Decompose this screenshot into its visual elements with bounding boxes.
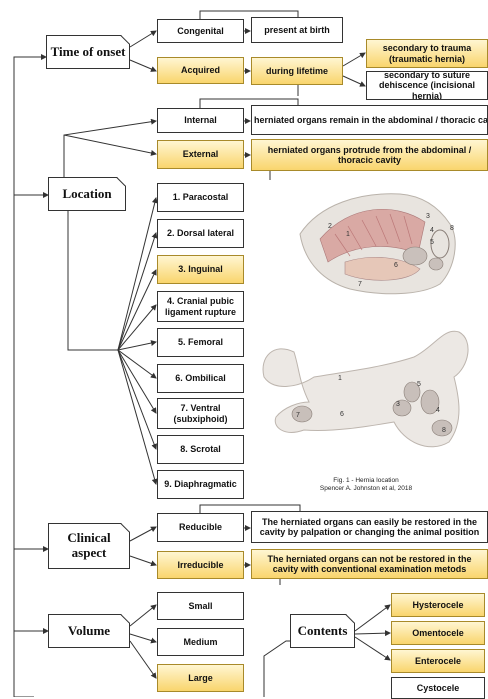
location-item-label: 9. Diaphragmatic xyxy=(164,479,237,489)
irreducible-description-text: The herniated organs can not be restored… xyxy=(254,554,485,575)
lateral-number-5: 5 xyxy=(430,239,434,246)
during-lifetime-node: during lifetime xyxy=(251,57,343,85)
time-of-onset-label: Time of onset xyxy=(51,45,126,60)
internal-node: Internal xyxy=(157,108,244,133)
location-item-scrotal: 8. Scrotal xyxy=(157,435,244,464)
incisional-hernia-node: secondary to suture dehiscence (incision… xyxy=(366,71,488,100)
time-of-onset-node: Time of onset xyxy=(46,35,130,69)
figure-caption-title: Fig. 1 - Hernia location xyxy=(296,477,436,485)
congenital-node: Congenital xyxy=(157,19,244,43)
traumatic-hernia-node: secondary to trauma (traumatic hernia) xyxy=(366,39,488,68)
internal-label: Internal xyxy=(184,115,217,125)
lateral-number-7: 7 xyxy=(358,281,362,288)
figure-caption: Fig. 1 - Hernia location Spencer A. John… xyxy=(296,477,436,494)
location-item-paracostal: 1. Paracostal xyxy=(157,183,244,212)
volume-large-node: Large xyxy=(157,664,244,692)
during-lifetime-label: during lifetime xyxy=(266,66,328,76)
location-item-cranial-pubic: 4. Cranial pubic ligament rupture xyxy=(157,291,244,322)
reducible-description: The herniated organs can easily be resto… xyxy=(251,511,488,543)
contents-item-cystocele: Cystocele xyxy=(391,677,485,699)
internal-description-text: herniated organs remain in the abdominal… xyxy=(254,115,488,125)
location-item-dorsal-lateral: 2. Dorsal lateral xyxy=(157,219,244,248)
location-item-label: 2. Dorsal lateral xyxy=(167,228,234,238)
contents-item-hysterocele: Hysterocele xyxy=(391,593,485,617)
lateral-number-3: 3 xyxy=(426,213,430,220)
location-item-label: 7. Ventral (subxiphoid) xyxy=(160,403,241,424)
location-item-label: 5. Femoral xyxy=(178,337,223,347)
lateral-number-6: 6 xyxy=(394,262,398,269)
contents-item-label: Enterocele xyxy=(415,656,461,666)
location-node: Location xyxy=(48,177,126,211)
location-item-diaphragmatic: 9. Diaphragmatic xyxy=(157,470,244,499)
internal-description: herniated organs remain in the abdominal… xyxy=(251,105,488,135)
irreducible-description: The herniated organs can not be restored… xyxy=(251,549,488,579)
location-item-label: 4. Cranial pubic ligament rupture xyxy=(160,296,241,317)
external-description-text: herniated organs protrude from the abdom… xyxy=(254,145,485,166)
volume-node: Volume xyxy=(48,614,130,648)
external-label: External xyxy=(183,149,219,159)
contents-item-enterocele: Enterocele xyxy=(391,649,485,673)
lateral-number-1: 1 xyxy=(346,231,350,238)
clinical-aspect-label: Clinical aspect xyxy=(59,531,119,561)
acquired-label: Acquired xyxy=(181,65,220,75)
irreducible-label: Irreducible xyxy=(177,560,223,570)
external-description: herniated organs protrude from the abdom… xyxy=(251,139,488,171)
clinical-aspect-node: Clinical aspect xyxy=(48,523,130,569)
location-item-label: 8. Scrotal xyxy=(180,444,221,454)
reducible-node: Reducible xyxy=(157,513,244,542)
contents-label: Contents xyxy=(298,624,348,639)
contents-item-label: Hysterocele xyxy=(412,600,463,610)
location-item-inguinal: 3. Inguinal xyxy=(157,255,244,284)
incisional-hernia-label: secondary to suture dehiscence (incision… xyxy=(369,71,485,100)
lateral-view-illustration: 1 2 3 4 5 6 7 8 xyxy=(290,184,468,300)
ventral-number-5: 5 xyxy=(417,381,421,388)
present-at-birth-node: present at birth xyxy=(251,17,343,43)
volume-medium-node: Medium xyxy=(157,628,244,656)
congenital-label: Congenital xyxy=(177,26,224,36)
location-item-ombilical: 6. Ombilical xyxy=(157,364,244,393)
volume-label: Volume xyxy=(68,624,110,639)
ventral-number-7: 7 xyxy=(296,412,300,419)
volume-small-label: Small xyxy=(188,601,212,611)
acquired-node: Acquired xyxy=(157,57,244,84)
ventral-number-1: 1 xyxy=(338,375,342,382)
ventral-number-4: 4 xyxy=(436,407,440,414)
location-item-label: 6. Ombilical xyxy=(175,373,226,383)
location-item-label: 1. Paracostal xyxy=(173,192,229,202)
lateral-number-2: 2 xyxy=(328,223,332,230)
reducible-label: Reducible xyxy=(179,522,222,532)
location-label: Location xyxy=(62,187,111,202)
reducible-description-text: The herniated organs can easily be resto… xyxy=(254,517,485,538)
volume-medium-label: Medium xyxy=(183,637,217,647)
contents-item-label: Cystocele xyxy=(417,683,460,693)
present-at-birth-label: present at birth xyxy=(264,25,330,35)
figure-caption-source: Spencer A. Johnston et al, 2018 xyxy=(296,485,436,493)
contents-item-omentocele: Omentocele xyxy=(391,621,485,645)
location-item-femoral: 5. Femoral xyxy=(157,328,244,357)
location-item-ventral: 7. Ventral (subxiphoid) xyxy=(157,398,244,429)
ventral-number-6: 6 xyxy=(340,411,344,418)
ventral-number-3: 3 xyxy=(396,401,400,408)
location-item-label: 3. Inguinal xyxy=(178,264,223,274)
lateral-number-4: 4 xyxy=(430,227,434,234)
volume-small-node: Small xyxy=(157,592,244,620)
traumatic-hernia-label: secondary to trauma (traumatic hernia) xyxy=(369,43,485,64)
contents-item-label: Omentocele xyxy=(412,628,464,638)
ventral-view-illustration: 1 3 4 5 6 7 8 xyxy=(254,322,480,454)
lateral-number-8: 8 xyxy=(450,225,454,232)
ventral-number-8: 8 xyxy=(442,427,446,434)
external-node: External xyxy=(157,140,244,169)
volume-large-label: Large xyxy=(188,673,213,683)
irreducible-node: Irreducible xyxy=(157,551,244,579)
